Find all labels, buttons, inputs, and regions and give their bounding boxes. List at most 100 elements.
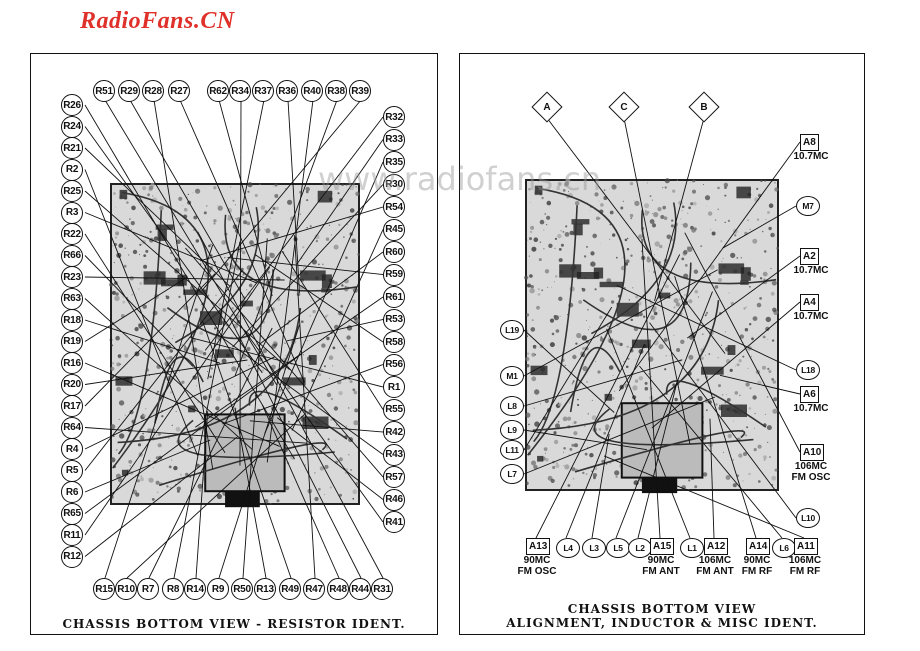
resistor-callout-r56: R56: [383, 353, 405, 376]
align-point-a8-freq: 10.7MC: [788, 151, 834, 162]
leader-line: [84, 266, 271, 536]
leader-line: [639, 365, 783, 539]
resistor-callout-r24: R24: [61, 115, 83, 138]
leader-line: [535, 254, 681, 539]
align-point-a15: A15: [650, 538, 675, 555]
leader-line: [546, 117, 726, 354]
resistor-callout-r57: R57: [383, 466, 405, 488]
leader-line: [674, 275, 757, 539]
resistor-callout-r55: R55: [383, 398, 405, 421]
leader-line: [153, 99, 214, 469]
resistor-callout-r27: R27: [168, 80, 190, 102]
resistor-callout-r45: R45: [383, 218, 405, 241]
align-point-a6-freq: 10.7MC: [788, 403, 834, 414]
resistor-callout-r38: R38: [325, 80, 347, 102]
leader-line: [618, 141, 801, 392]
resistor-callout-r25: R25: [61, 180, 83, 202]
leader-line: [84, 436, 238, 557]
leader-line: [218, 324, 300, 579]
leader-line: [239, 99, 242, 466]
callout-m1: M1: [500, 366, 524, 386]
resistor-callout-r32: R32: [383, 106, 405, 128]
leader-line: [84, 169, 199, 457]
resistor-callout-r44: R44: [349, 578, 371, 600]
resistor-callout-r26: R26: [61, 94, 83, 116]
leader-line: [84, 276, 189, 342]
resistor-callout-r10: R10: [115, 578, 137, 600]
callout-l10: L10: [796, 508, 820, 528]
leader-line: [523, 359, 683, 407]
align-point-a6-sub-0: 10.7MC: [793, 403, 829, 414]
leader-line: [606, 328, 691, 539]
leader-line: [565, 344, 645, 539]
resistor-callout-r49: R49: [279, 578, 301, 600]
callout-m7: M7: [796, 196, 820, 216]
leader-line: [523, 269, 718, 377]
resistor-callout-r15: R15: [93, 578, 115, 600]
callout-l4: L4: [556, 538, 580, 558]
align-point-a10-sub-0: 106MC: [794, 461, 828, 472]
right-caption-line2: ALIGNMENT, INDUCTOR & MISC IDENT.: [506, 616, 818, 630]
callout-l11: L11: [500, 440, 524, 460]
leader-line: [104, 99, 278, 386]
leader-line: [651, 301, 801, 429]
leader-line: [722, 205, 797, 249]
callout-l1: L1: [680, 538, 704, 558]
chassis-left: [109, 182, 360, 508]
callout-l19: L19: [500, 320, 524, 340]
leader-line: [84, 147, 231, 287]
align-point-a14: A14: [746, 538, 771, 555]
resistor-callout-r40: R40: [301, 80, 323, 102]
leader-line: [234, 99, 338, 377]
leader-line: [200, 206, 384, 262]
leader-line: [654, 117, 705, 302]
resistor-callout-r9: R9: [207, 578, 229, 600]
leader-line: [84, 356, 275, 450]
leader-line: [202, 321, 292, 579]
leader-line: [185, 247, 384, 478]
resistor-callout-r58: R58: [383, 331, 405, 353]
leader-line: [84, 212, 258, 284]
resistor-callout-r35: R35: [383, 151, 405, 173]
leader-line: [129, 99, 246, 300]
resistor-callout-r23: R23: [61, 266, 83, 288]
resistor-callout-r29: R29: [118, 80, 140, 102]
align-point-a12-sub-0: 106MC: [698, 555, 732, 566]
chassis-photo-alignment: [523, 117, 805, 539]
leader-line: [84, 233, 226, 454]
resistor-callout-r21: R21: [61, 137, 83, 159]
leader-line: [254, 254, 384, 343]
resistor-callout-r60: R60: [383, 241, 405, 263]
leader-line: [218, 99, 273, 297]
leader-line: [287, 99, 300, 293]
leader-line: [84, 126, 263, 374]
align-point-a10-sub-1: FM OSC: [791, 472, 831, 483]
leader-line: [286, 319, 384, 342]
leader-line: [217, 334, 384, 455]
leader-line: [615, 291, 713, 539]
callout-l2: L2: [628, 538, 652, 558]
leader-line: [84, 362, 280, 447]
leader-line: [84, 353, 303, 514]
resistor-callout-r47: R47: [303, 578, 325, 600]
chassis-photo-resistors: [84, 99, 384, 579]
align-point-a4: A4: [800, 294, 819, 311]
callout-l3: L3: [582, 538, 606, 558]
leader-line: [126, 414, 305, 579]
resistor-callout-r16: R16: [61, 352, 83, 374]
leader-line: [523, 396, 716, 475]
leader-line: [104, 244, 214, 579]
align-point-a2: A2: [800, 248, 819, 265]
align-point-a11: A11: [794, 538, 818, 555]
leader-line: [84, 270, 243, 471]
leader-line: [84, 255, 194, 367]
leader-line: [229, 318, 362, 579]
callout-l5: L5: [606, 538, 630, 558]
resistor-callout-r11: R11: [61, 524, 83, 546]
site-logo: RadioFans.CN: [80, 8, 235, 34]
